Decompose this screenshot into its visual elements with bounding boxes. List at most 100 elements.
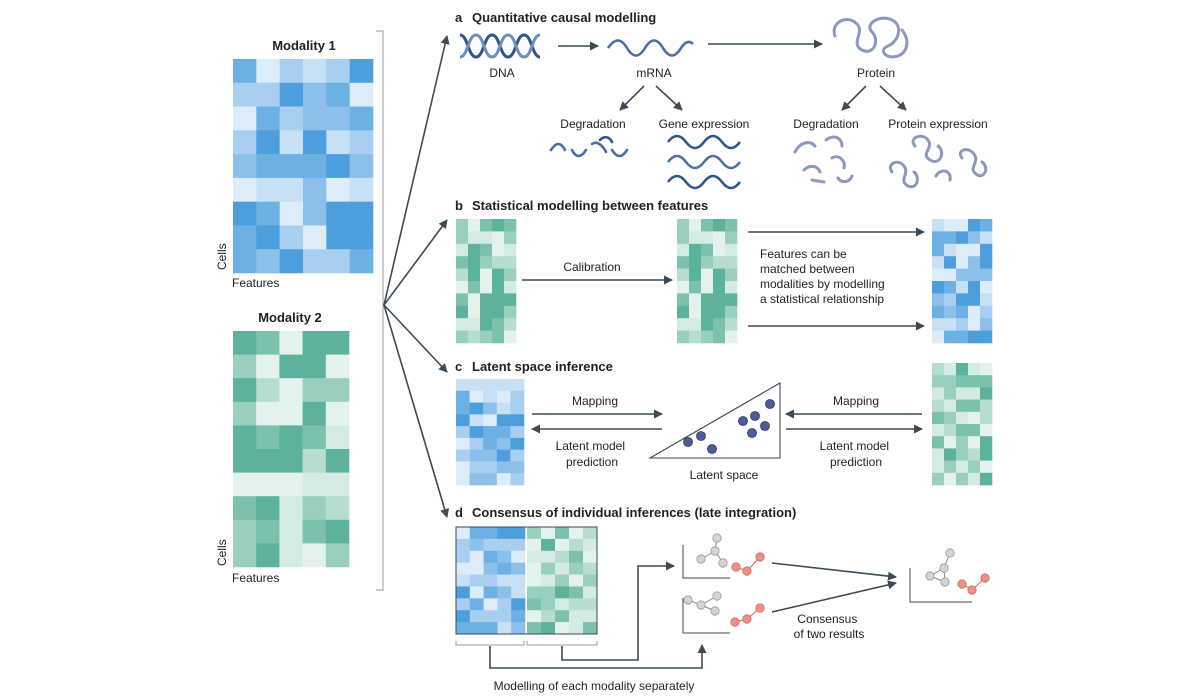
heatmap-cell bbox=[483, 550, 498, 563]
heatmap-cell bbox=[349, 177, 374, 202]
heatmap-cell bbox=[468, 293, 481, 307]
heatmap-cell bbox=[483, 461, 498, 474]
heatmap-cell bbox=[325, 472, 350, 497]
heatmap-cell bbox=[456, 414, 470, 427]
heatmap-cell bbox=[932, 411, 945, 425]
heatmap-cell bbox=[689, 281, 702, 294]
heatmap-cell bbox=[480, 231, 493, 245]
heatmap-cell bbox=[583, 586, 598, 599]
heatmap-cell bbox=[968, 219, 981, 232]
heatmap-cell bbox=[233, 59, 257, 84]
mrna-degradation-label: Degradation bbox=[560, 117, 625, 131]
heatmap-cell bbox=[956, 231, 969, 245]
degraded-protein-icon bbox=[793, 135, 854, 184]
arrow-to-panel-b bbox=[383, 219, 448, 306]
heatmap-cell bbox=[325, 449, 350, 473]
panel-d: d Consensus of individual inferences (la… bbox=[455, 505, 990, 693]
heatmap-cell bbox=[944, 436, 957, 449]
arrow-protein-degradation bbox=[841, 85, 867, 111]
modality-1-title: Modality 1 bbox=[272, 38, 336, 53]
heatmap-cell bbox=[326, 106, 350, 131]
heatmap-cell bbox=[456, 330, 469, 344]
heatmap-cell bbox=[944, 268, 957, 282]
heatmap-cell bbox=[469, 622, 484, 635]
matching-note: Features can be matched between modaliti… bbox=[760, 247, 888, 306]
heatmap-cell bbox=[980, 281, 993, 294]
heatmap-cell bbox=[469, 473, 484, 486]
heatmap-cell bbox=[492, 243, 505, 257]
heatmap-cell bbox=[456, 243, 469, 257]
modality-2-title: Modality 2 bbox=[258, 310, 322, 325]
panel-d-letter: d bbox=[455, 505, 463, 520]
heatmap-cell bbox=[469, 437, 484, 450]
heatmap-cell bbox=[303, 82, 327, 107]
heatmap-cell bbox=[233, 543, 257, 568]
heatmap-cell bbox=[583, 622, 598, 635]
heatmap-cell bbox=[504, 231, 517, 245]
heatmap-cell bbox=[256, 401, 280, 426]
heatmap-cell bbox=[968, 424, 981, 437]
heatmap-cell bbox=[456, 586, 471, 599]
heatmap-cell bbox=[980, 231, 993, 245]
heatmap-cell bbox=[956, 219, 969, 232]
heatmap-cell bbox=[541, 622, 556, 635]
heatmap-cell bbox=[980, 256, 993, 269]
heatmap-cell bbox=[483, 622, 498, 635]
heatmap-cell bbox=[511, 562, 526, 575]
heatmap-cell bbox=[256, 472, 280, 497]
heatmap-cell bbox=[469, 461, 484, 474]
heatmap-cell bbox=[980, 293, 993, 307]
heatmap-cell bbox=[944, 281, 957, 294]
heatmap-cell bbox=[968, 330, 981, 344]
heatmap-cell bbox=[349, 59, 374, 84]
heatmap-cell bbox=[279, 331, 303, 355]
consensus-label: Consensus of two results bbox=[794, 612, 865, 641]
heatmap-cell bbox=[325, 543, 350, 568]
arrow-protein-expression bbox=[879, 85, 907, 111]
heatmap-cell bbox=[492, 318, 505, 331]
heatmap-cell bbox=[583, 598, 598, 611]
heatmap-cell bbox=[968, 448, 981, 461]
heatmap-cell bbox=[956, 460, 969, 474]
heatmap-cell bbox=[527, 562, 542, 575]
heatmap-cell bbox=[504, 256, 517, 269]
heatmap-cell bbox=[677, 281, 690, 294]
heatmap-cell bbox=[349, 154, 374, 179]
heatmap-cell bbox=[701, 281, 714, 294]
heatmap-cell bbox=[583, 527, 598, 540]
heatmap-cell bbox=[492, 293, 505, 307]
heatmap-cell bbox=[496, 426, 511, 439]
heatmap-cell bbox=[510, 402, 525, 415]
consensus-line-2: of two results bbox=[794, 627, 865, 641]
dna-label: DNA bbox=[489, 66, 514, 80]
heatmap-cell bbox=[510, 414, 525, 427]
heatmap-cell bbox=[326, 249, 350, 274]
heatmap-cell bbox=[325, 496, 350, 521]
modality-2-y-label: Cells bbox=[215, 539, 229, 566]
heatmap-cell bbox=[956, 424, 969, 437]
heatmap-cell bbox=[480, 305, 493, 319]
heatmap-cell bbox=[326, 154, 350, 179]
expressed-protein-icon bbox=[889, 134, 988, 189]
heatmap-cell bbox=[497, 586, 512, 599]
latent-points bbox=[683, 399, 775, 454]
heatmap-cell bbox=[326, 201, 350, 226]
heatmap-cell bbox=[504, 293, 517, 307]
panel-a-letter: a bbox=[455, 10, 463, 25]
calibration-label: Calibration bbox=[563, 260, 620, 274]
heatmap-cell bbox=[701, 330, 714, 344]
expressed-mrna-icon bbox=[666, 134, 742, 190]
heatmap-cell bbox=[725, 231, 738, 245]
heatmap-cell bbox=[325, 401, 350, 426]
heatmap-cell bbox=[469, 538, 484, 552]
heatmap-cell bbox=[233, 378, 257, 403]
heatmap-cell bbox=[492, 330, 505, 344]
heatmap-cell bbox=[725, 330, 738, 344]
heatmap-cell bbox=[541, 562, 556, 575]
heatmap-cell bbox=[944, 375, 957, 388]
heatmap-cell bbox=[279, 106, 304, 131]
heatmap-cell bbox=[980, 460, 993, 474]
heatmap-cell bbox=[303, 225, 327, 250]
heatmap-cell bbox=[483, 586, 498, 599]
heatmap-cell bbox=[555, 574, 570, 587]
